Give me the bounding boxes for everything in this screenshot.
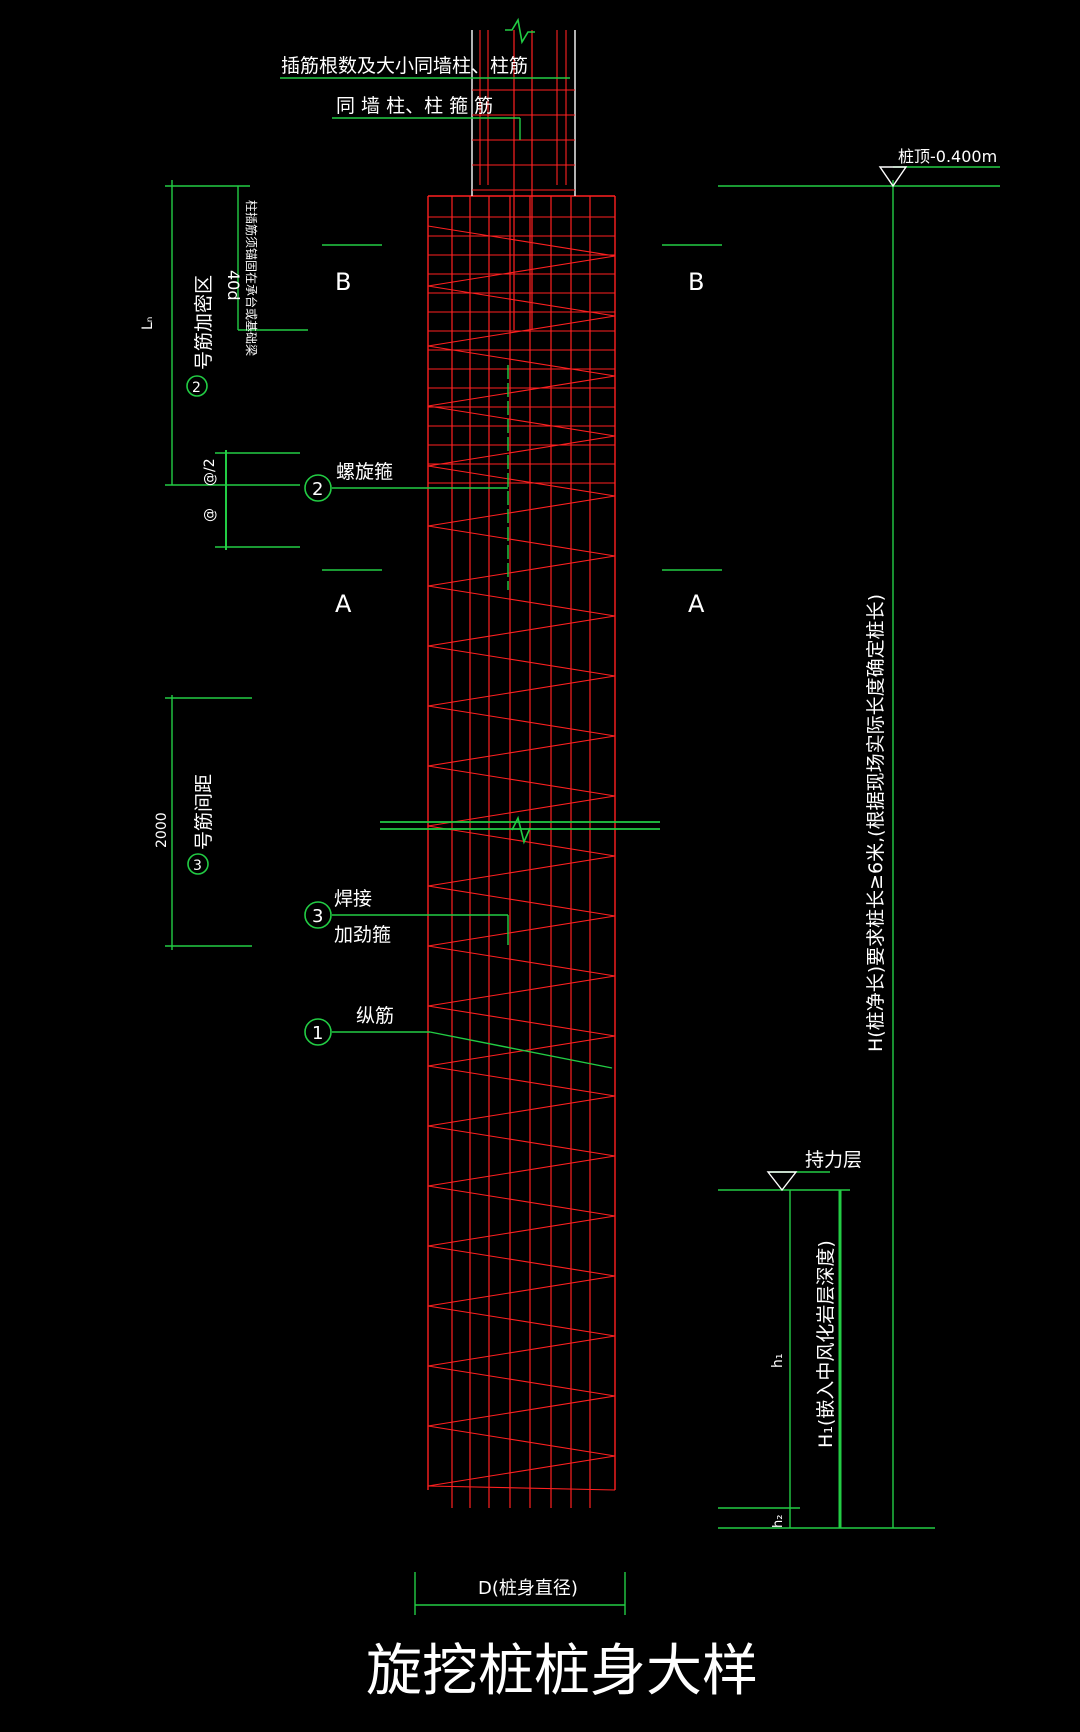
break-line-mid [380, 815, 660, 845]
dim-2000: 2000 [154, 812, 170, 848]
section-b-right: B [688, 268, 704, 296]
h2-label: h₂ [771, 1515, 786, 1528]
long-bar-label: 纵筋 [356, 1005, 394, 1027]
pile-top-level-icon [878, 166, 908, 188]
section-a-right: A [688, 590, 705, 618]
marker-3: 3 [312, 906, 323, 927]
at-label: @ [202, 508, 218, 522]
column-stub [471, 30, 576, 330]
anchor-note: 柱插筋须锚固在承台或基础梁 [244, 200, 259, 356]
h1-label: h₁ [770, 1354, 786, 1369]
weld-label: 焊接 [334, 888, 372, 910]
spacing-3-label: 号筋间距 [193, 774, 215, 850]
drawing-title: 旋挖桩桩身大样 [366, 1639, 758, 1704]
bearing-layer-label: 持力层 [805, 1149, 862, 1171]
h1-note: H₁(嵌入中风化岩层深度) [815, 1240, 837, 1448]
marker-2-small: 2 [192, 380, 201, 396]
section-a-left: A [335, 590, 352, 618]
rebar-cage [427, 195, 616, 1508]
dowel-note: 插筋根数及大小同墙柱、柱筋 [281, 55, 528, 77]
marker-3-small: 3 [193, 858, 202, 874]
leader-lines [165, 77, 1000, 1615]
pile-length-label: H(桩净长)要求桩长≥6米,(根据现场实际长度确定桩长) [865, 594, 887, 1052]
at-half-label: @/2 [202, 458, 218, 486]
diameter-label: D(桩身直径) [478, 1578, 578, 1599]
bearing-level-icon [766, 1171, 798, 1192]
break-line-top [505, 17, 535, 45]
spiral-label: 螺旋箍 [336, 461, 393, 483]
marker-circles [186, 375, 332, 1046]
stiffener-label: 加劲箍 [334, 924, 391, 946]
zone-2-label: 号筋加密区 [193, 275, 215, 370]
marker-2: 2 [312, 479, 323, 500]
marker-1: 1 [312, 1023, 323, 1044]
spiral-stirrup [427, 225, 616, 1491]
stirrup-note: 同 墙 柱、柱 箍 筋 [336, 95, 493, 117]
anchor-40d: 40d [224, 270, 243, 301]
pile-top-level: 桩顶-0.400m [898, 147, 997, 166]
section-b-left: B [335, 268, 351, 296]
ln-label: Lₙ [140, 317, 156, 330]
